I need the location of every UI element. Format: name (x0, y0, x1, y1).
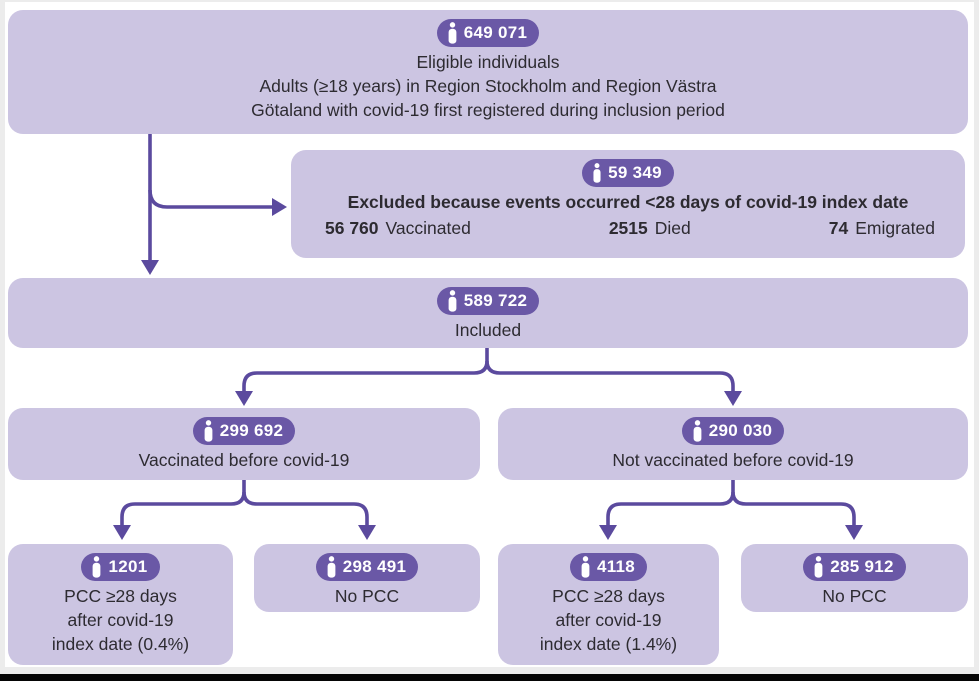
count-badge: 285 912 (803, 553, 906, 582)
bottom-border-bar (0, 674, 979, 681)
person-icon (327, 555, 336, 578)
count-badge: 299 692 (192, 417, 296, 446)
node-text-line: index date (0.4%) (51, 633, 190, 654)
person-icon (593, 162, 601, 183)
node-vaccinated-pcc: 1201 PCC ≥28 days after covid-19 index d… (8, 544, 233, 665)
node-excluded: 59 349 Excluded because events occurred … (291, 150, 965, 258)
node-text-line: index date (1.4%) (539, 633, 678, 654)
excluded-item-value: 56 760 (325, 217, 379, 238)
node-vaccinated-no-pcc: 298 491 No PCC (254, 544, 480, 612)
person-icon (448, 21, 457, 44)
count-value: 59 349 (608, 163, 662, 182)
node-not-vaccinated: 290 030 Not vaccinated before covid-19 (498, 408, 968, 480)
node-text-line: PCC ≥28 days (64, 586, 177, 607)
person-icon (93, 555, 101, 578)
person-icon (814, 555, 823, 578)
node-not-vaccinated-no-pcc: 285 912 No PCC (741, 544, 968, 612)
person-icon (204, 419, 213, 442)
node-included: 589 722 Included (8, 278, 968, 348)
count-badge: 290 030 (681, 417, 785, 446)
excluded-title: Excluded because events occurred <28 day… (347, 192, 909, 213)
excluded-items: 56 760 Vaccinated 2515 Died 74 Emigrated (291, 215, 965, 241)
count-badge: 4118 (569, 553, 648, 582)
count-value: 285 912 (830, 557, 894, 576)
count-value: 589 722 (463, 291, 528, 310)
count-value: 290 030 (708, 421, 773, 440)
node-eligible: 649 071 Eligible individuals Adults (≥18… (8, 10, 968, 134)
count-badge: 1201 (81, 553, 160, 582)
excluded-item-value: 2515 (608, 217, 648, 238)
excluded-item-value: 74 (828, 217, 849, 238)
node-not-vaccinated-pcc: 4118 PCC ≥28 days after covid-19 index d… (498, 544, 719, 665)
node-text-line: Adults (≥18 years) in Region Stockholm a… (259, 75, 717, 96)
excluded-item-label: Emigrated (855, 217, 935, 238)
person-icon (448, 289, 457, 312)
node-text-line: No PCC (822, 586, 887, 607)
node-text-line: Included (454, 320, 522, 341)
node-text-line: No PCC (334, 586, 400, 607)
node-text-line: Eligible individuals (416, 52, 560, 73)
node-text-line: Götaland with covid-19 first registered … (251, 99, 725, 120)
excluded-item: 74 Emigrated (829, 217, 935, 241)
count-value: 649 071 (463, 23, 528, 42)
count-value: 4118 (596, 557, 636, 576)
excluded-item: 56 760 Vaccinated (325, 217, 471, 241)
node-text-line: PCC ≥28 days (552, 586, 665, 607)
count-badge: 649 071 (436, 19, 540, 48)
person-icon (693, 419, 702, 442)
count-badge: 59 349 (582, 159, 674, 188)
node-text-line: Vaccinated before covid-19 (138, 450, 350, 471)
node-text-line: after covid-19 (555, 609, 662, 630)
count-badge: 589 722 (436, 287, 540, 316)
person-icon (581, 555, 590, 578)
node-vaccinated: 299 692 Vaccinated before covid-19 (8, 408, 480, 480)
excluded-item: 2515 Died (609, 217, 691, 241)
count-value: 298 491 (342, 557, 407, 576)
count-badge: 298 491 (315, 553, 419, 582)
excluded-item-label: Vaccinated (385, 217, 471, 238)
node-text-line: after covid-19 (67, 609, 174, 630)
node-text-line: Not vaccinated before covid-19 (612, 450, 854, 471)
excluded-item-label: Died (654, 217, 691, 238)
count-value: 1201 (108, 557, 148, 576)
count-value: 299 692 (219, 421, 284, 440)
